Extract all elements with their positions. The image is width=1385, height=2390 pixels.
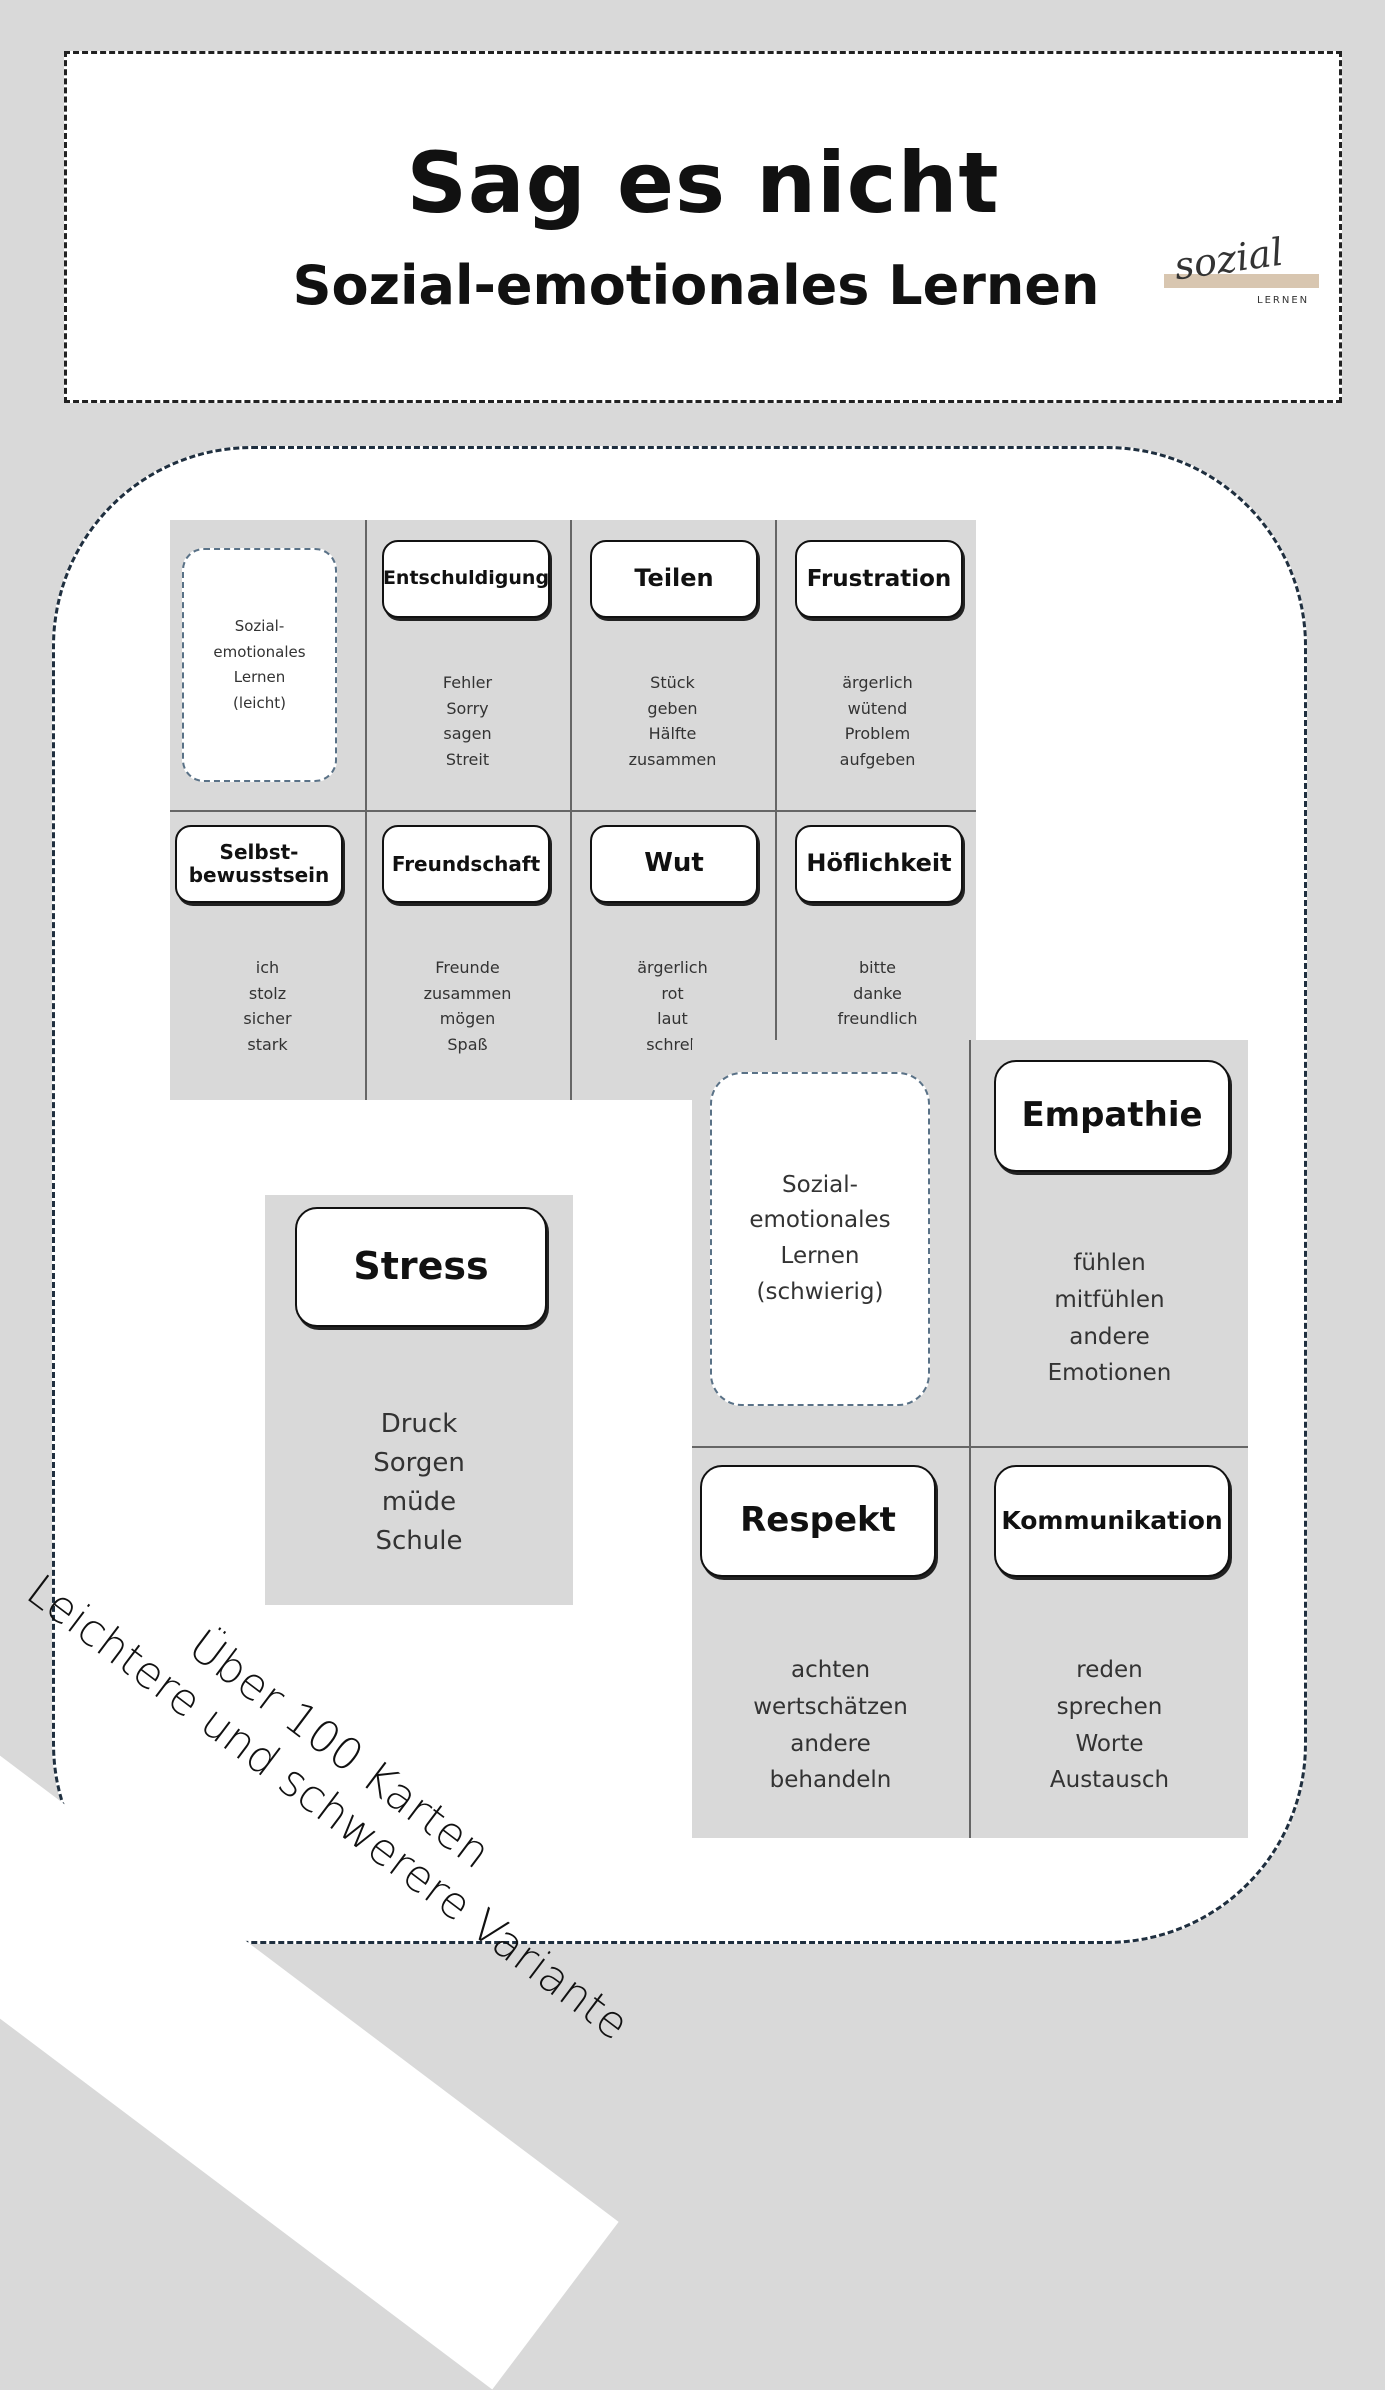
card-label: Freundschaft: [382, 825, 550, 903]
card-label: Höflichkeit: [795, 825, 963, 903]
page-title: Sag es nicht: [406, 134, 1000, 232]
card-label: Stress: [295, 1207, 547, 1327]
hard-card-sheet: Sozial- emotionales Lernen (schwierig) E…: [692, 1040, 1248, 1838]
hard-card-back: Sozial- emotionales Lernen (schwierig): [710, 1072, 930, 1406]
easy-card-sheet: Sozial- emotionales Lernen (leicht) Ents…: [170, 520, 976, 1100]
logo-band: [1164, 274, 1319, 288]
card-label: Entschuldigung: [382, 540, 550, 618]
card-label: Respekt: [700, 1465, 936, 1577]
sozial-lernen-logo: sozial LERNEN: [1152, 209, 1332, 319]
logo-small-text: LERNEN: [1257, 295, 1310, 306]
easy-card-back: Sozial- emotionales Lernen (leicht): [182, 548, 337, 782]
card-label: Wut: [590, 825, 758, 903]
title-banner: Sag es nicht Sozial-emotionales Lernen s…: [64, 51, 1342, 403]
card-label: Frustration: [795, 540, 963, 618]
page-subtitle: Sozial-emotionales Lernen: [292, 254, 1100, 317]
card-label: Empathie: [994, 1060, 1230, 1172]
card-label: Teilen: [590, 540, 758, 618]
card-label: Kommunikation: [994, 1465, 1230, 1577]
card-label: Selbst- bewusstsein: [175, 825, 343, 903]
